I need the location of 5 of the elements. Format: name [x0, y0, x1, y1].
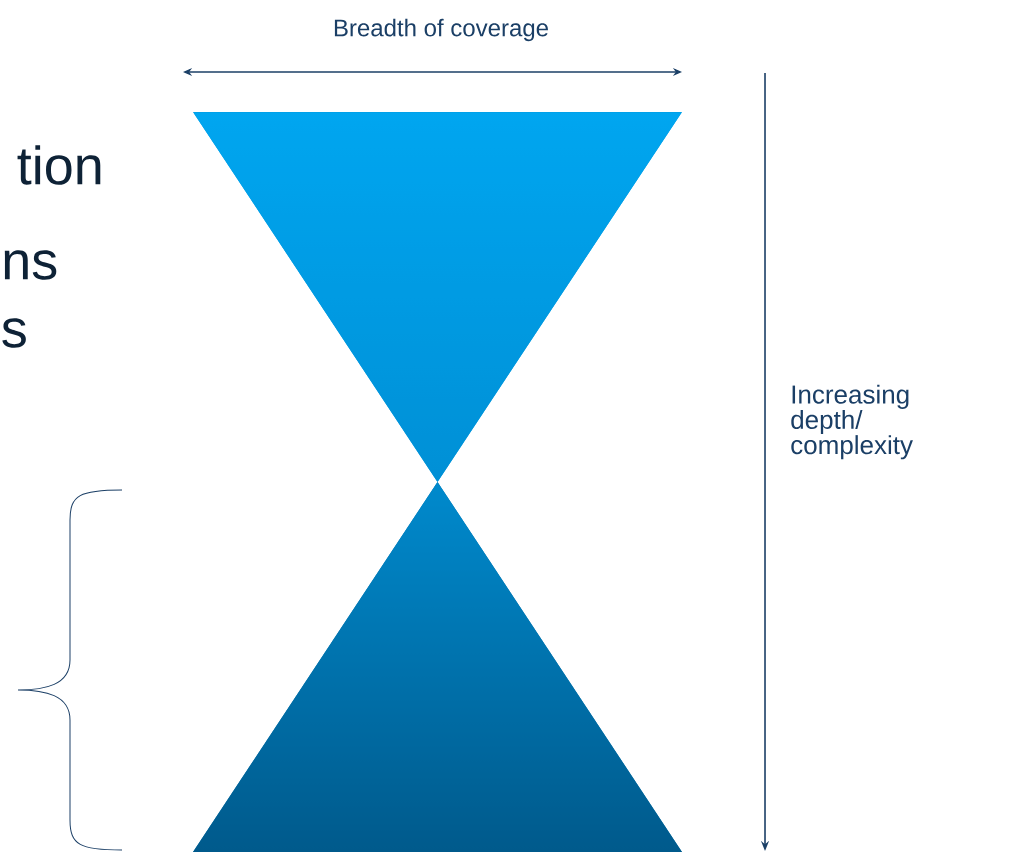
label: ns	[4, 250, 57, 280]
label: s	[2, 318, 26, 348]
label: Breadth of coverage	[334, 18, 548, 42]
label: Increasing depth/ complexity	[791, 384, 913, 460]
label: tion	[17, 145, 101, 185]
